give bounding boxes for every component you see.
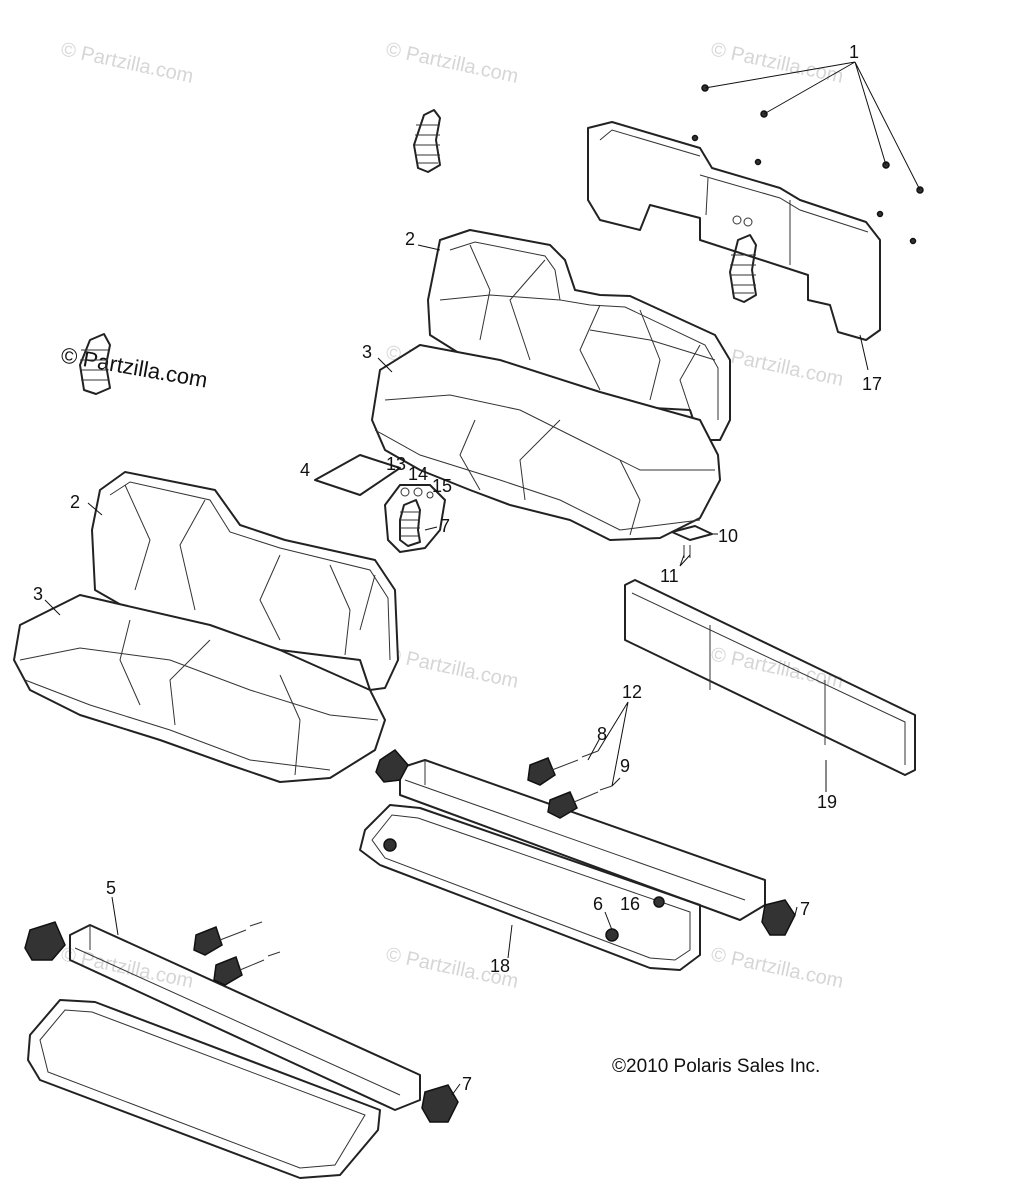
watermark: © Partzilla.com	[384, 643, 520, 693]
watermark: © Partzilla.com	[384, 38, 520, 88]
part-3-cushion-upper	[371, 344, 721, 541]
watermark: © Partzilla.com	[59, 38, 195, 88]
callout-3: 3	[362, 342, 372, 362]
callouts: 1 2 3 17 4 13 14 15 7 10 11 2 3 12 8 9 1…	[33, 42, 882, 1094]
part-4-label	[314, 454, 401, 496]
callout-2-lower: 2	[70, 492, 80, 512]
callout-7-lower: 7	[462, 1074, 472, 1094]
part-5-frame-lower	[24, 921, 459, 1179]
leader-lines	[44, 61, 921, 1096]
callout-1: 1	[849, 42, 859, 62]
callout-19: 19	[817, 792, 837, 812]
bumper-spring-top	[413, 109, 441, 173]
bumper-spring-mid	[729, 215, 757, 303]
part-7-bracket-mid	[384, 484, 446, 553]
callout-5: 5	[106, 878, 116, 898]
callout-17: 17	[862, 374, 882, 394]
latches-lower	[193, 921, 281, 986]
callout-18: 18	[490, 956, 510, 976]
part-17-back-panel	[587, 121, 881, 341]
callout-7-mid: 7	[440, 516, 450, 536]
callout-3-lower: 3	[33, 584, 43, 604]
part-3-cushion-lower	[13, 594, 386, 783]
watermark: © Partzilla.com	[709, 943, 845, 993]
callout-11: 11	[660, 566, 679, 586]
callout-6: 6	[593, 894, 603, 914]
callout-8: 8	[597, 724, 607, 744]
callout-7-right: 7	[800, 899, 810, 919]
part-19-panel	[624, 579, 916, 776]
callout-2: 2	[405, 229, 415, 249]
callout-16: 16	[620, 894, 640, 914]
bumper-spring-left	[79, 333, 111, 395]
callout-10: 10	[718, 526, 738, 546]
part-10-clip	[671, 525, 713, 558]
copyright-notice: ©2010 Polaris Sales Inc.	[612, 1056, 820, 1077]
watermark: © Partzilla.com	[709, 38, 845, 88]
callout-14: 14	[408, 464, 428, 484]
callout-9: 9	[620, 756, 630, 776]
callout-4: 4	[300, 460, 310, 480]
callout-13: 13	[386, 454, 406, 474]
callout-12: 12	[622, 682, 642, 702]
part-1-screws	[691, 84, 924, 245]
part-18-frame-upper	[359, 749, 796, 971]
part-8-9-12-latches-upper	[527, 750, 613, 819]
callout-15: 15	[432, 476, 452, 496]
